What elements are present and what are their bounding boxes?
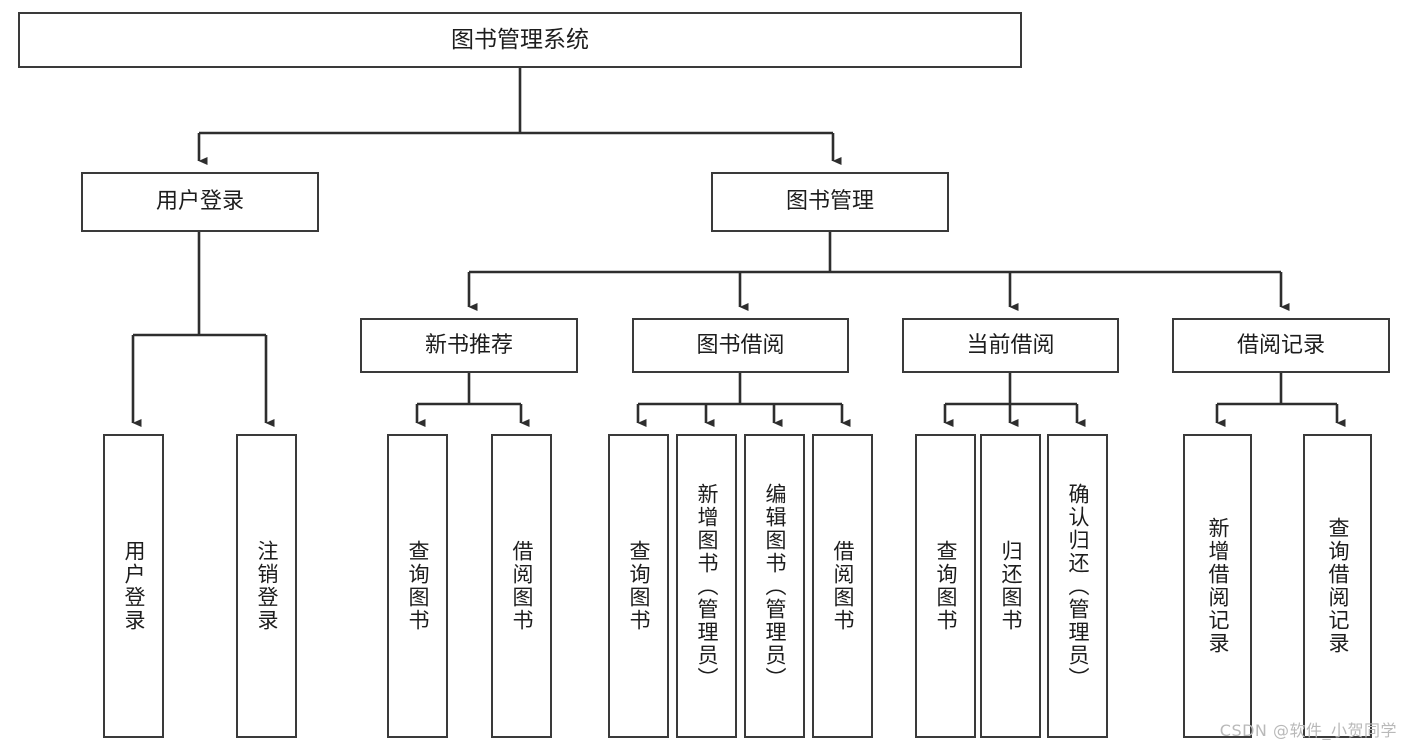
node-current-borrow[interactable]: 当前借阅 — [902, 318, 1119, 373]
leaf-borrow-book[interactable]: 借阅图书 — [812, 434, 873, 738]
node-label: 新书推荐 — [424, 332, 513, 358]
node-label: 当前借阅 — [966, 332, 1055, 358]
node-label: 查询图书 — [934, 540, 958, 632]
leaf-borrow-book-recommend[interactable]: 借阅图书 — [491, 434, 552, 738]
node-label: 查询图书 — [406, 540, 430, 632]
node-book-borrow[interactable]: 图书借阅 — [632, 318, 849, 373]
leaf-edit-book-admin[interactable]: 编辑图书（管理员） — [744, 434, 805, 738]
leaf-user-login[interactable]: 用户登录 — [103, 434, 164, 738]
leaf-confirm-return-admin[interactable]: 确认归还（管理员） — [1047, 434, 1108, 738]
node-label: 图书管理系统 — [451, 26, 589, 53]
node-label: 归还图书 — [999, 540, 1023, 632]
node-borrow-record[interactable]: 借阅记录 — [1172, 318, 1390, 373]
node-label: 借阅记录 — [1236, 332, 1325, 358]
node-label: 借阅图书 — [831, 540, 855, 632]
node-label: 注销登录 — [255, 540, 279, 632]
leaf-query-borrow-record[interactable]: 查询借阅记录 — [1303, 434, 1372, 738]
node-user-login[interactable]: 用户登录 — [81, 172, 319, 232]
node-label: 确认归还（管理员） — [1066, 482, 1090, 690]
leaf-query-book-borrow[interactable]: 查询图书 — [608, 434, 669, 738]
leaf-add-book-admin[interactable]: 新增图书（管理员） — [676, 434, 737, 738]
leaf-add-borrow-record[interactable]: 新增借阅记录 — [1183, 434, 1252, 738]
node-label: 新增图书（管理员） — [695, 482, 719, 690]
node-label: 查询借阅记录 — [1326, 517, 1350, 655]
node-label: 查询图书 — [627, 540, 651, 632]
node-label: 编辑图书（管理员） — [763, 482, 787, 690]
node-label: 用户登录 — [122, 540, 146, 632]
node-book-management[interactable]: 图书管理 — [711, 172, 949, 232]
leaf-return-book[interactable]: 归还图书 — [980, 434, 1041, 738]
watermark: CSDN @软件_小贺同学 — [1219, 721, 1397, 740]
node-label: 借阅图书 — [510, 540, 534, 632]
node-label: 图书借阅 — [696, 332, 785, 358]
node-root-book-management-system[interactable]: 图书管理系统 — [18, 12, 1022, 68]
leaf-user-logout[interactable]: 注销登录 — [236, 434, 297, 738]
leaf-query-book-current[interactable]: 查询图书 — [915, 434, 976, 738]
node-label: 新增借阅记录 — [1206, 517, 1230, 655]
node-label: 图书管理 — [785, 189, 874, 215]
leaf-query-book-recommend[interactable]: 查询图书 — [387, 434, 448, 738]
node-new-book-recommend[interactable]: 新书推荐 — [360, 318, 578, 373]
node-label: 用户登录 — [155, 189, 244, 215]
